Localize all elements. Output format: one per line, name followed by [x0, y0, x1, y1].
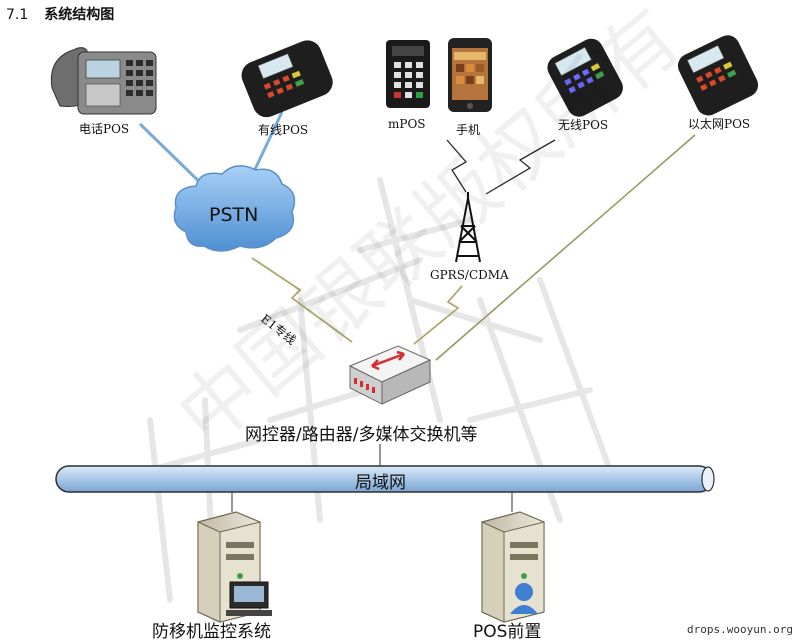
label-pos-front: POS前置: [473, 622, 542, 642]
label-pstn: PSTN: [209, 204, 259, 226]
ethernet-pos-device: [677, 35, 759, 116]
radio-tower-icon: [455, 192, 481, 263]
e1-link-glow: [251, 256, 353, 344]
mobile-to-tower-lightning: [446, 139, 468, 193]
monitor-server-icon: [197, 511, 272, 623]
label-ethernet-pos: 以太网POS: [688, 117, 751, 131]
phone-pos-device: [50, 47, 157, 115]
section-heading: 7.1 系统结构图: [6, 4, 114, 24]
lan-bar: [55, 465, 715, 493]
wireless-pos-device: [547, 38, 623, 117]
wired-pos-to-pstn-line: [248, 111, 284, 181]
label-monitor-system: 防移机监控系统: [152, 622, 271, 642]
credit-text: drops.wooyun.org: [687, 623, 793, 636]
tower-to-switch-glow: [413, 285, 464, 346]
label-switch: 网控器/路由器/多媒体交换机等: [245, 425, 478, 445]
label-wireless-pos: 无线POS: [558, 118, 609, 132]
mpos-device: [386, 40, 430, 108]
pstn-cloud-icon: [173, 165, 296, 252]
label-wired-pos: 有线POS: [258, 123, 309, 137]
network-switch-icon: [348, 345, 432, 405]
label-lan: 局域网: [355, 473, 406, 493]
label-mobile: 手机: [456, 123, 481, 137]
wired-pos-device: [241, 40, 333, 118]
section-title: 系统结构图: [44, 7, 115, 23]
mobile-phone-device: [448, 38, 492, 112]
label-gprs: GPRS/CDMA: [430, 268, 509, 282]
section-number: 7.1: [6, 7, 29, 23]
front-server-icon: [481, 511, 545, 623]
label-mpos: mPOS: [388, 117, 426, 131]
label-phone-pos: 电话POS: [79, 122, 130, 136]
ethernet-pos-glow: [435, 133, 696, 362]
wireless-to-tower-lightning: [485, 139, 556, 195]
